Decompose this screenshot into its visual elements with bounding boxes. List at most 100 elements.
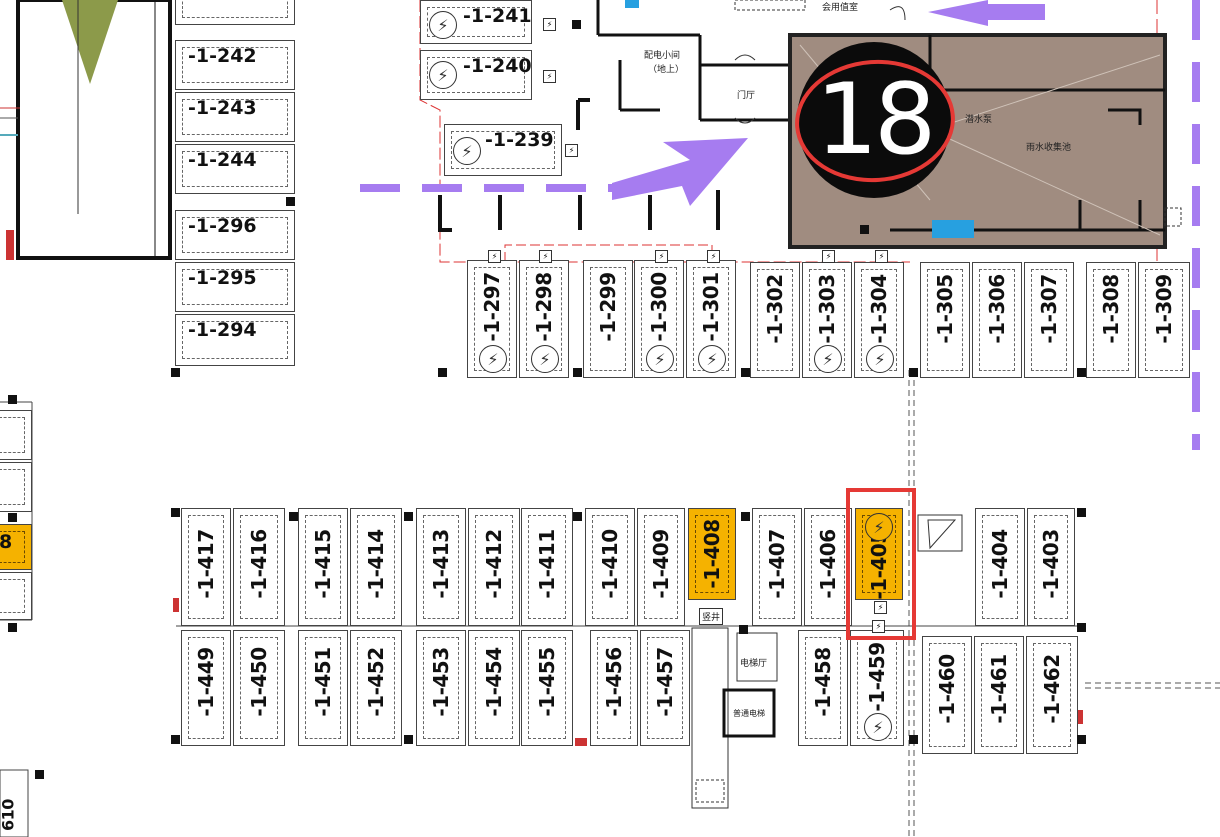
parking-slot[interactable]: -1-294 bbox=[175, 314, 295, 366]
parking-slot[interactable]: -1-415 bbox=[298, 508, 348, 626]
slot-label: -1-457 bbox=[653, 647, 677, 717]
ev-charger-icon: ⚡ bbox=[864, 713, 892, 741]
parking-slot[interactable]: -1-304⚡ bbox=[854, 262, 904, 378]
column-pillar bbox=[739, 625, 748, 634]
parking-slot[interactable]: -1-413 bbox=[416, 508, 466, 626]
slot-label: -1-417 bbox=[194, 528, 218, 599]
column-pillar bbox=[1077, 368, 1086, 377]
ev-charger-icon: ⚡ bbox=[429, 61, 457, 89]
parking-slot[interactable]: -1-456 bbox=[590, 630, 638, 746]
parking-slot[interactable]: -1-244 bbox=[175, 144, 295, 194]
parking-slot[interactable]: -1-414 bbox=[350, 508, 402, 626]
parking-slot[interactable]: -1-309 bbox=[1138, 262, 1190, 378]
column-pillar bbox=[1077, 735, 1086, 744]
charger-outlet-icon: ⚡ bbox=[539, 250, 552, 263]
parking-slot-highlighted[interactable]: -1-408 bbox=[688, 508, 736, 600]
parking-slot[interactable]: -1-295 bbox=[175, 262, 295, 312]
parking-slot[interactable]: -1-410 bbox=[585, 508, 635, 626]
slot-label: -1-298 bbox=[532, 272, 556, 343]
parking-slot[interactable]: -1-407 bbox=[752, 508, 802, 626]
parking-slot[interactable]: -1-461 bbox=[974, 636, 1024, 754]
parking-slot[interactable]: -1-302 bbox=[750, 262, 800, 378]
parking-slot[interactable]: ⚡ -1-239 bbox=[444, 124, 562, 176]
slot-label: -1-414 bbox=[364, 528, 388, 599]
slot-label: -1-243 bbox=[188, 97, 257, 119]
column-pillar bbox=[1077, 508, 1086, 517]
parking-slot[interactable]: -1-455 bbox=[521, 630, 573, 746]
slot-label: -1-240 bbox=[463, 55, 532, 77]
route-arrow-left bbox=[928, 0, 1045, 26]
slot-label: -1-307 bbox=[1037, 273, 1061, 344]
charger-outlet-icon: ⚡ bbox=[874, 601, 887, 614]
column-pillar bbox=[171, 735, 180, 744]
selection-highlight-box bbox=[846, 488, 916, 640]
parking-slot[interactable]: -1-307 bbox=[1024, 262, 1074, 378]
parking-slot[interactable]: -1-300⚡ bbox=[634, 260, 684, 378]
slot-label: -1-452 bbox=[364, 647, 388, 717]
parking-slot[interactable]: -1-452 bbox=[350, 630, 402, 746]
parking-slot[interactable]: -1-417 bbox=[181, 508, 231, 626]
parking-slot[interactable]: -1-451 bbox=[298, 630, 348, 746]
column-pillar bbox=[289, 512, 298, 521]
parking-slot[interactable]: -1-409 bbox=[637, 508, 685, 626]
parking-slot[interactable]: -1-404 bbox=[975, 508, 1025, 626]
parking-slot[interactable]: -1-459 ⚡ bbox=[850, 630, 904, 746]
slot-label: -1-242 bbox=[188, 45, 257, 67]
parking-slot[interactable]: -1-449 bbox=[181, 630, 231, 746]
parking-slot[interactable]: -1-242 bbox=[175, 40, 295, 90]
parking-slot[interactable]: -1-297⚡ bbox=[467, 260, 517, 378]
parking-slot[interactable]: -1-299 bbox=[583, 260, 633, 378]
slot-label: -1-309 bbox=[1152, 273, 1176, 344]
column-pillar bbox=[741, 368, 750, 377]
parking-slot-partial-highlighted[interactable]: 8 bbox=[0, 524, 32, 570]
parking-slot[interactable]: -1-403 bbox=[1027, 508, 1075, 626]
distribution-room-label: 配电小间 bbox=[644, 51, 681, 61]
charger-outlet-icon: ⚡ bbox=[543, 70, 556, 83]
slot-label: -1-460 bbox=[935, 654, 959, 724]
slot-label: -1-303 bbox=[815, 273, 839, 344]
parking-slot-partial[interactable] bbox=[0, 410, 32, 460]
slot-label: -1-411 bbox=[535, 528, 559, 599]
parking-slot[interactable]: -1-454 bbox=[468, 630, 520, 746]
parking-slot[interactable]: -1-453 bbox=[416, 630, 466, 746]
slot-label: -1-406 bbox=[816, 528, 840, 599]
parking-slot[interactable]: -1-411 bbox=[521, 508, 573, 626]
parking-slot[interactable]: ⚡ -1-240 bbox=[420, 50, 532, 100]
parking-slot[interactable] bbox=[175, 0, 295, 25]
ev-charger-icon: ⚡ bbox=[531, 345, 559, 373]
parking-slot[interactable]: -1-306 bbox=[972, 262, 1022, 378]
column-pillar bbox=[8, 623, 17, 632]
parking-slot-partial[interactable] bbox=[0, 572, 32, 620]
parking-slot[interactable]: -1-462 bbox=[1026, 636, 1078, 754]
parking-slot[interactable]: -1-457 bbox=[640, 630, 690, 746]
parking-slot[interactable]: -1-298⚡ bbox=[519, 260, 569, 378]
parking-slot[interactable]: -1-416 bbox=[233, 508, 285, 626]
slot-label: -1-453 bbox=[429, 647, 453, 717]
ev-charger-icon: ⚡ bbox=[479, 345, 507, 373]
elevator-label: 普通电梯 bbox=[733, 709, 765, 718]
slot-label: -1-407 bbox=[765, 528, 789, 599]
parking-slot-highlighted[interactable]: ⚡ -1-405 bbox=[855, 508, 903, 600]
slot-label: -1-244 bbox=[188, 149, 257, 171]
parking-slot[interactable]: -1-243 bbox=[175, 92, 295, 142]
parking-slot[interactable]: -1-458 bbox=[798, 630, 848, 746]
ev-charger-icon: ⚡ bbox=[453, 137, 481, 165]
parking-slot[interactable]: -1-406 bbox=[804, 508, 852, 626]
charger-outlet-icon: ⚡ bbox=[543, 18, 556, 31]
marker-number: 18 bbox=[815, 63, 937, 177]
charger-outlet-icon: ⚡ bbox=[872, 620, 885, 633]
slot-label: -1-412 bbox=[482, 528, 506, 599]
parking-slot[interactable]: ⚡ -1-241 bbox=[420, 0, 532, 44]
parking-slot[interactable]: -1-450 bbox=[233, 630, 285, 746]
slot-label: -1-305 bbox=[933, 273, 957, 344]
parking-slot[interactable]: -1-460 bbox=[922, 636, 972, 754]
column-pillar bbox=[35, 770, 44, 779]
parking-slot[interactable]: -1-305 bbox=[920, 262, 970, 378]
parking-slot-partial[interactable] bbox=[0, 462, 32, 512]
parking-slot[interactable]: -1-308 bbox=[1086, 262, 1136, 378]
parking-slot[interactable]: -1-303⚡ bbox=[802, 262, 852, 378]
parking-slot[interactable]: -1-412 bbox=[468, 508, 520, 626]
parking-slot[interactable]: -1-301⚡ bbox=[686, 260, 736, 378]
slot-label: -1-295 bbox=[188, 267, 257, 289]
parking-slot[interactable]: -1-296 bbox=[175, 210, 295, 260]
